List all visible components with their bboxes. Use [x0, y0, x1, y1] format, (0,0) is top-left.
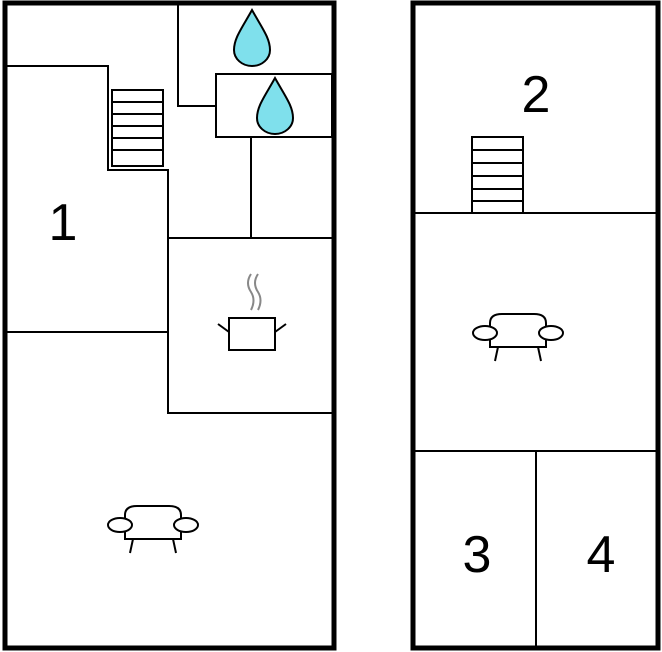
- cooking-pot-icon: [217, 273, 287, 351]
- ground-floor-outer-wall: [2, 0, 337, 651]
- room-number-3: 3: [463, 526, 492, 584]
- ground-floor-plan: [2, 0, 337, 651]
- room-number-4: 4: [587, 526, 616, 584]
- kitchen-lower-wall: [167, 332, 332, 414]
- bathroom-wall: [177, 4, 216, 107]
- water-drop-icon: [232, 7, 272, 67]
- room-number-2: 2: [522, 66, 551, 124]
- stairs-icon: [471, 136, 524, 214]
- room-1-wall: [6, 65, 169, 333]
- sofa-icon: [107, 505, 199, 554]
- upper-floor-outer-wall: [410, 0, 661, 651]
- upper-floor-plan: [410, 0, 661, 651]
- sofa-icon: [472, 313, 564, 362]
- wc-wall: [215, 73, 333, 138]
- stairs-icon: [111, 89, 164, 167]
- water-drop-icon: [255, 75, 295, 135]
- room-number-1: 1: [49, 194, 78, 252]
